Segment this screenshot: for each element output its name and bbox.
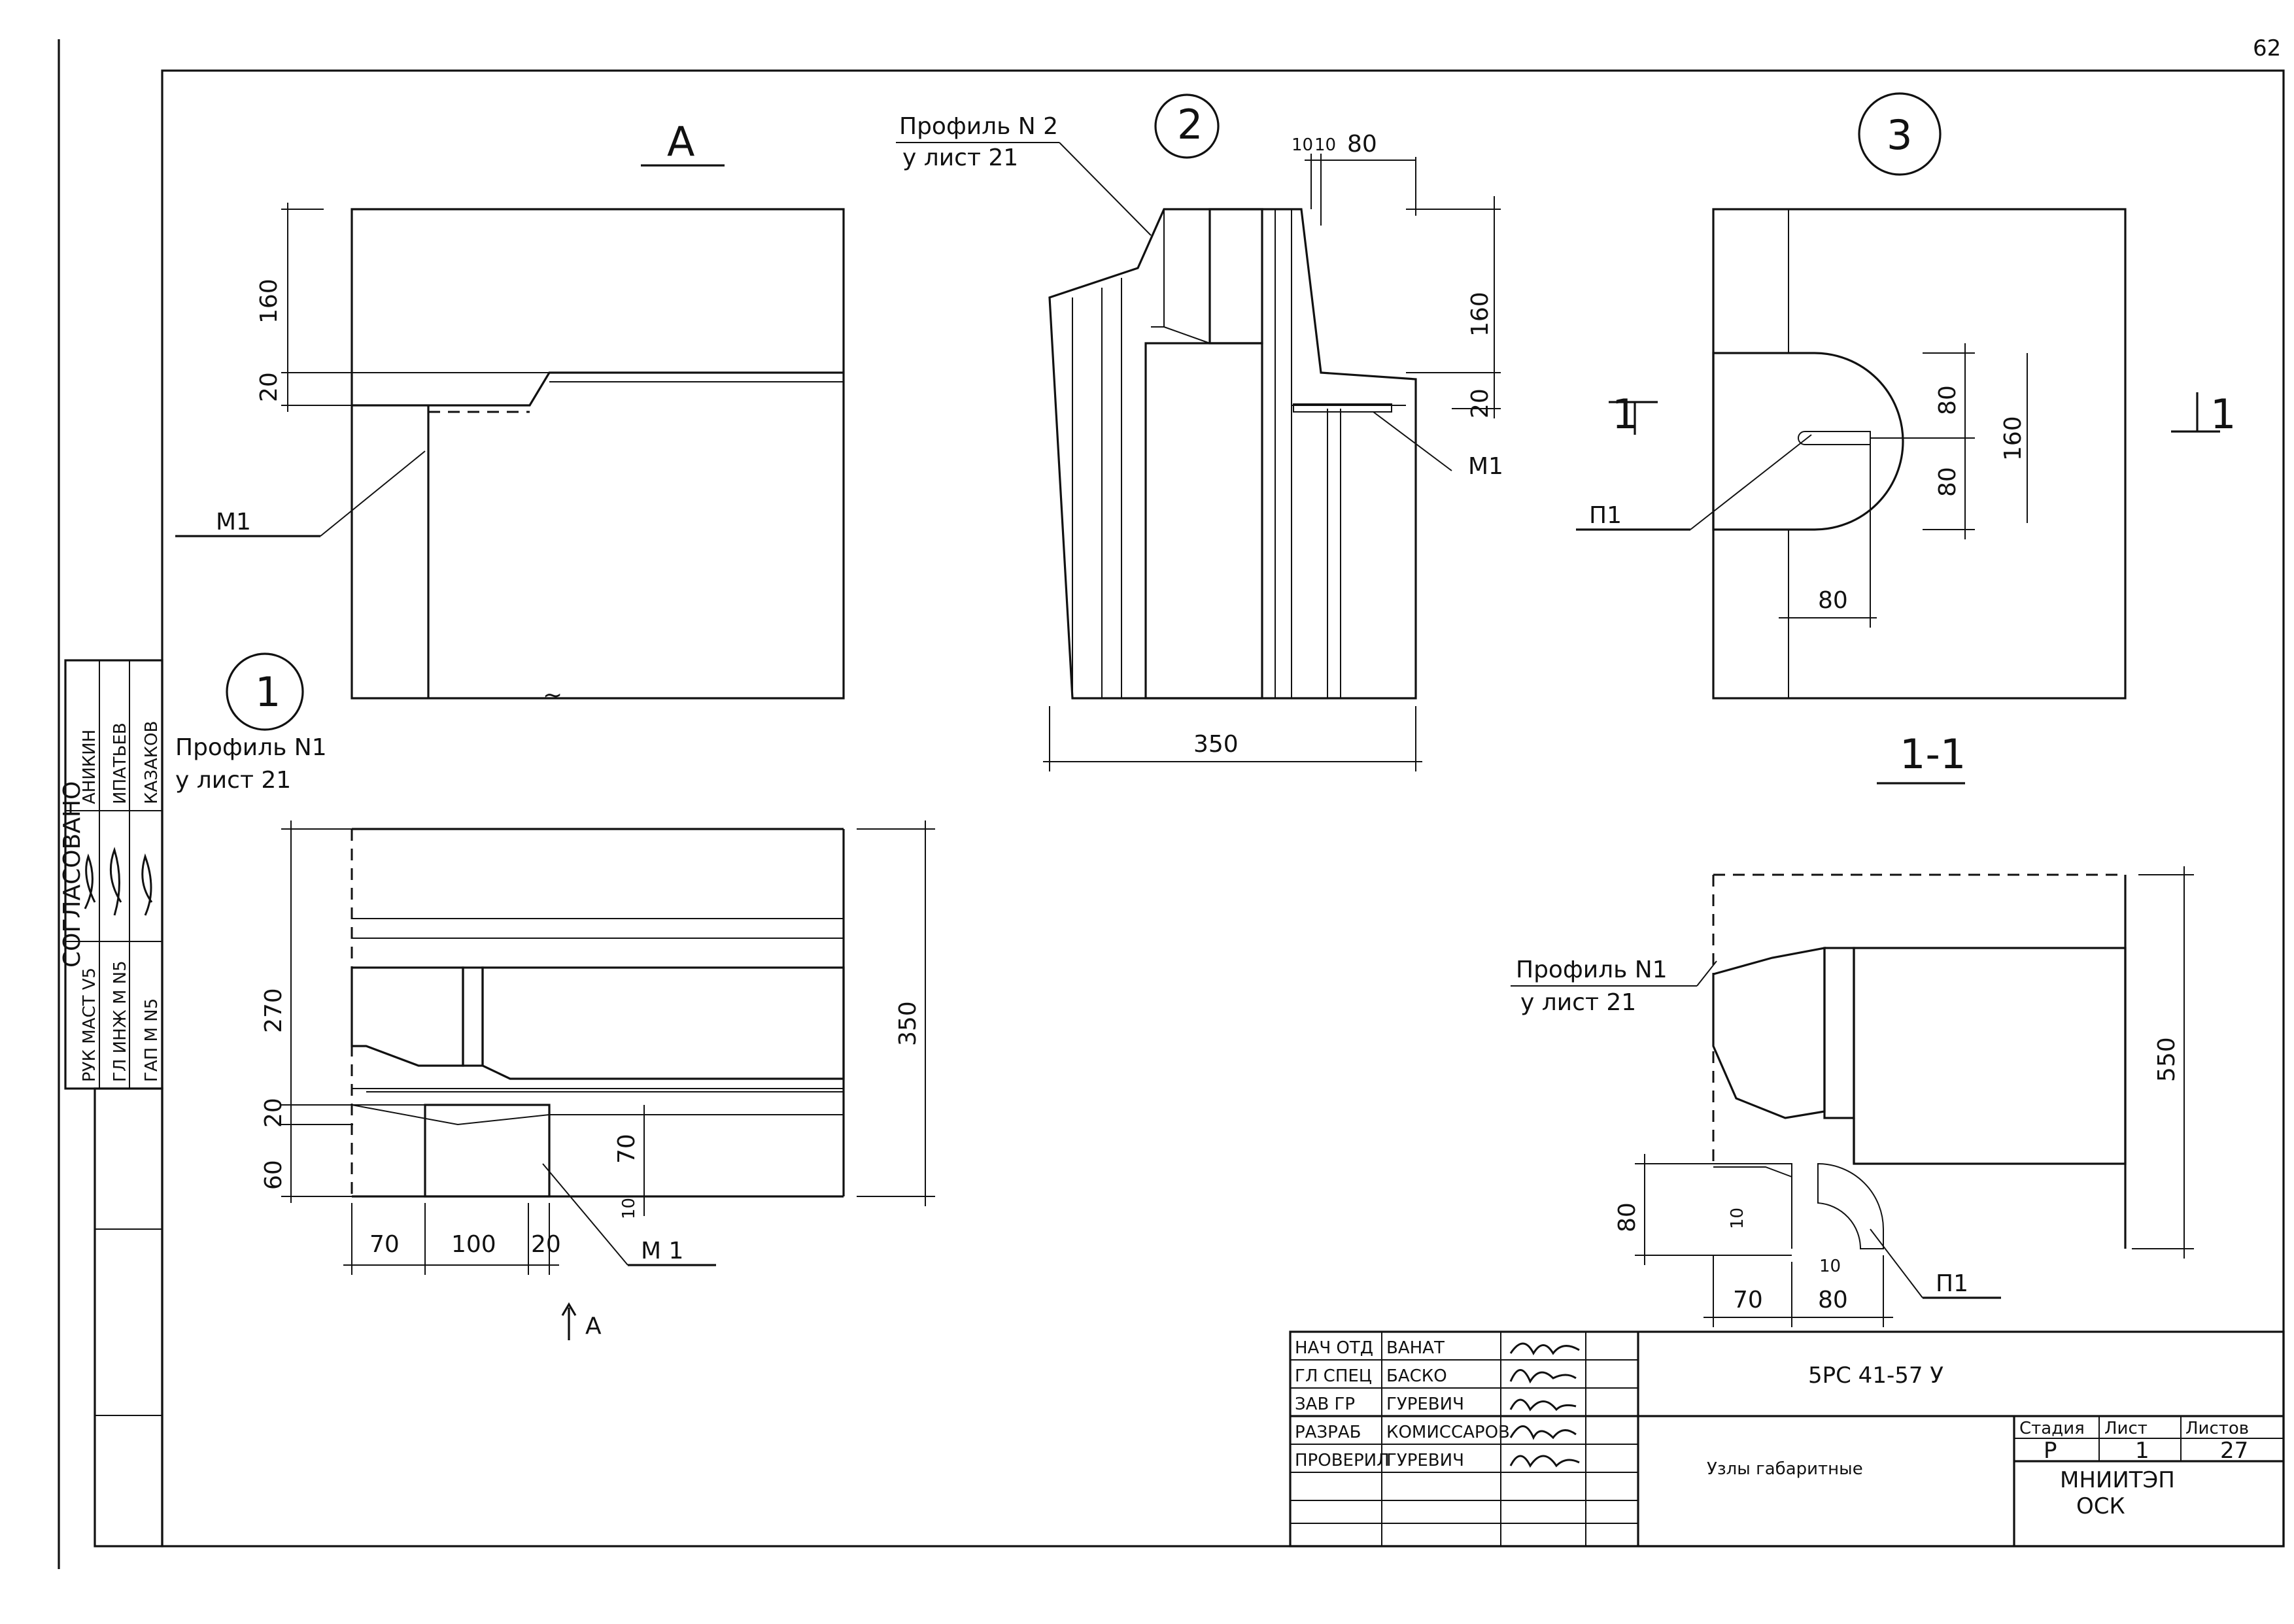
section-profile-line1: Профиль N1 <box>1516 956 1668 983</box>
node-1-dim-350: 350 <box>895 1001 921 1046</box>
section-dim-80b: 80 <box>1818 1287 1848 1313</box>
node-3-dim-80b: 80 <box>1934 467 1961 497</box>
view-a-dim-20: 20 <box>256 372 282 402</box>
section-profile-line2: у лист 21 <box>1520 989 1636 1016</box>
approval-name-3: КАЗАКОВ <box>142 721 162 804</box>
node-1-dim-60: 60 <box>260 1160 287 1190</box>
tb-sheet-label: Лист <box>2104 1419 2148 1438</box>
node-3-section-mark-left: 1 <box>1612 390 1637 438</box>
tb-role-5: ПРОВЕРИЛ <box>1295 1451 1390 1470</box>
node-1-profile-line1: Профиль N1 <box>175 734 327 761</box>
tb-stage: Р <box>2044 1438 2057 1464</box>
node-2-marker: М1 <box>1468 453 1503 480</box>
tb-name-2: БАСКО <box>1386 1366 1447 1386</box>
node-1-dim-70v: 70 <box>613 1134 640 1164</box>
view-a-dim-160: 160 <box>256 279 282 324</box>
tb-org-line1: МНИИТЭП <box>2060 1467 2175 1493</box>
view-a-marker: М1 <box>216 509 251 535</box>
node-2-dim-20: 20 <box>1467 388 1494 418</box>
section-dim-550: 550 <box>2153 1037 2180 1082</box>
tb-name-4: КОМИССАРОВ <box>1386 1423 1510 1442</box>
break-mark: ~ <box>543 682 562 709</box>
approval-name-1: АНИКИН <box>80 730 99 804</box>
node-1: 1 Профиль N1 у лист 21 270 20 60 350 <box>175 652 935 1340</box>
tb-sheet: 1 <box>2135 1438 2149 1464</box>
node-1-dim-20: 20 <box>260 1098 287 1128</box>
node-3-number: 3 <box>1887 111 1912 159</box>
node-1-dim-70: 70 <box>369 1231 400 1258</box>
approval-heading: СОГЛАСОВАНО <box>59 781 86 968</box>
node-2: 2 Профиль N 2 у лист 21 10 10 80 160 <box>896 93 1503 771</box>
tb-name-5: ГУРЕВИЧ <box>1386 1451 1464 1470</box>
title-block: НАЧ ОТД ВАНАТ ГЛ СПЕЦ БАСКО ЗАВ ГР ГУРЕВ… <box>1289 1330 2285 1548</box>
node-3-section-mark-right: 1 <box>2210 390 2236 438</box>
section-dim-70: 70 <box>1733 1287 1763 1313</box>
section-dim-10b: 10 <box>1819 1257 1841 1276</box>
node-2-dim-160: 160 <box>1467 292 1494 337</box>
node-1-marker: М 1 <box>641 1238 683 1264</box>
tb-sheets-label: Листов <box>2185 1419 2249 1438</box>
section-1-1: Профиль N1 у лист 21 550 80 10 10 70 80 … <box>1511 866 2194 1327</box>
approval-name-2: ИПАТЬЕВ <box>111 722 130 804</box>
node-2-profile-line2: у лист 21 <box>902 144 1018 171</box>
page-number: 62 <box>2253 35 2281 61</box>
node-2-profile-line1: Профиль N 2 <box>899 113 1058 140</box>
drawing-frame <box>161 69 2285 1548</box>
section-dim-80: 80 <box>1614 1202 1641 1232</box>
node-3-dim-80a: 80 <box>1934 385 1961 415</box>
tb-role-3: ЗАВ ГР <box>1295 1395 1355 1414</box>
node-1-number: 1 <box>255 668 281 716</box>
tb-name-1: ВАНАТ <box>1386 1338 1445 1358</box>
view-a: А 160 20 М1 ~ <box>175 118 845 709</box>
node-2-circle <box>1154 93 1220 159</box>
signature-5 <box>1509 1455 1580 1468</box>
node-2-number: 2 <box>1177 101 1203 148</box>
node-1-circle <box>226 652 304 731</box>
section-marker: П1 <box>1936 1270 1968 1297</box>
tb-role-1: НАЧ ОТД <box>1295 1338 1373 1358</box>
approval-role-3: ГАП М N5 <box>142 998 162 1082</box>
tb-name-3: ГУРЕВИЧ <box>1386 1395 1464 1414</box>
node-2-dim-80: 80 <box>1347 131 1377 158</box>
section-dim-10a: 10 <box>1728 1208 1747 1229</box>
tb-drawing-title: Узлы габаритные <box>1707 1459 1863 1479</box>
section-label: 1-1 <box>1900 730 1966 778</box>
node-3: 3 1 1 80 80 160 80 П1 1-1 <box>1576 92 2236 785</box>
node-1-dim-100: 100 <box>451 1231 496 1258</box>
tb-stage-label: Стадия <box>2019 1419 2085 1438</box>
node-3-dim-160: 160 <box>2000 416 2027 461</box>
signature-3 <box>1509 1398 1577 1412</box>
node-3-dim-80c: 80 <box>1818 587 1848 614</box>
node-1-dim-270: 270 <box>260 988 287 1033</box>
node-1-dim-20b: 20 <box>531 1231 561 1258</box>
approval-role-2: ГЛ ИНЖ М N5 <box>111 960 130 1082</box>
tb-sheets: 27 <box>2220 1438 2248 1464</box>
node-2-dim-350: 350 <box>1193 731 1239 758</box>
tb-code: 5РС 41-57 У <box>1808 1362 1943 1389</box>
tb-role-4: РАЗРАБ <box>1295 1423 1361 1442</box>
node-1-view-arrow: А <box>585 1313 602 1340</box>
node-2-dim-10a: 10 <box>1292 135 1313 155</box>
node-3-circle <box>1858 92 1942 176</box>
signature-4 <box>1509 1425 1577 1440</box>
tb-role-2: ГЛ СПЕЦ <box>1295 1366 1372 1386</box>
view-a-title: А <box>667 118 694 165</box>
approval-role-1: РУК МАСТ V5 <box>80 968 99 1082</box>
node-2-dim-10b: 10 <box>1314 135 1336 155</box>
approval-stamp: СОГЛАСОВАНО РУК МАСТ V5 АНИКИН ГЛ ИНЖ М … <box>59 659 163 1548</box>
signature-2 <box>1509 1369 1577 1384</box>
signature-1 <box>1509 1342 1580 1356</box>
node-3-marker: П1 <box>1589 502 1622 529</box>
node-1-dim-10: 10 <box>619 1198 639 1219</box>
node-1-profile-line2: у лист 21 <box>175 767 291 794</box>
tb-org-line2: ОСК <box>2076 1493 2125 1519</box>
